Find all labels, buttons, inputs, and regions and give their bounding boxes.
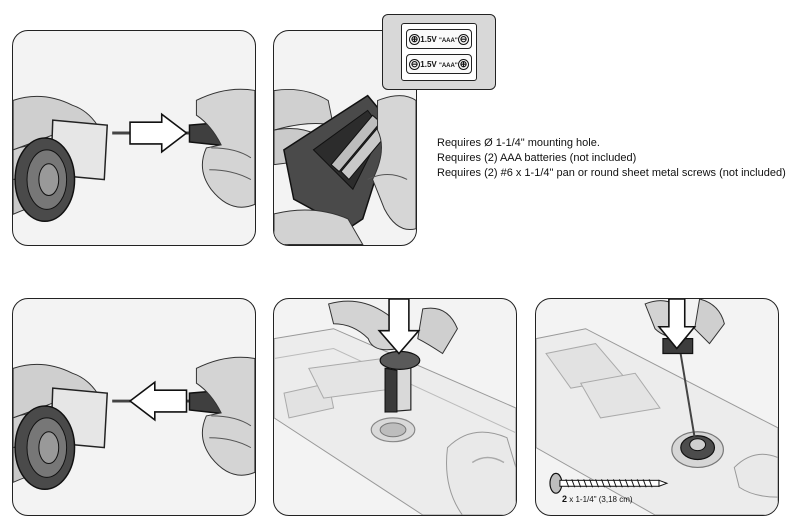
requirement-batteries: Requires (2) AAA batteries (not included… <box>437 152 637 164</box>
battery-voltage-label: 1.5V <box>420 34 437 44</box>
battery-voltage-label: 1.5V <box>420 59 437 69</box>
step-panel-secure-screws <box>535 298 779 516</box>
step-panel-close-cover <box>12 298 256 516</box>
screw-quantity: 2 <box>562 494 568 504</box>
requirement-mounting-hole: Requires Ø 1-1/4" mounting hole. <box>437 137 600 149</box>
battery-polarity-diagram: ⊕ 1.5V "AAA" ⊖ ⊖ 1.5V "AAA" ⊕ <box>382 14 496 90</box>
battery-type-label: "AAA" <box>439 37 458 44</box>
illustration-close-cover <box>13 356 255 490</box>
illustration-install-batteries <box>274 88 416 245</box>
positive-terminal-icon: ⊕ <box>409 33 420 45</box>
illustration-secure-screws <box>536 299 778 515</box>
step-panel-install-batteries <box>273 30 417 246</box>
step-panel-open-cover <box>12 30 256 246</box>
illustration-insert-mount <box>274 299 516 515</box>
requirement-screws: Requires (2) #6 x 1-1/4" pan or round sh… <box>437 167 786 179</box>
step-panel-insert-mount <box>273 298 517 516</box>
negative-terminal-icon: ⊖ <box>458 33 469 45</box>
positive-terminal-icon: ⊕ <box>458 58 469 70</box>
battery-type-label: "AAA" <box>439 62 458 69</box>
requirements-list: Requires Ø 1-1/4" mounting hole. Require… <box>437 136 787 181</box>
battery-top: ⊕ 1.5V "AAA" ⊖ <box>406 29 472 49</box>
negative-terminal-icon: ⊖ <box>409 58 420 70</box>
illustration-open-cover <box>13 88 255 222</box>
screw-size-caption: 2 x 1-1/4" (3,18 cm) <box>562 494 633 504</box>
battery-bottom: ⊖ 1.5V "AAA" ⊕ <box>406 54 472 74</box>
battery-compartment: ⊕ 1.5V "AAA" ⊖ ⊖ 1.5V "AAA" ⊕ <box>401 23 477 81</box>
screw-size: x 1-1/4" (3,18 cm) <box>569 495 633 504</box>
